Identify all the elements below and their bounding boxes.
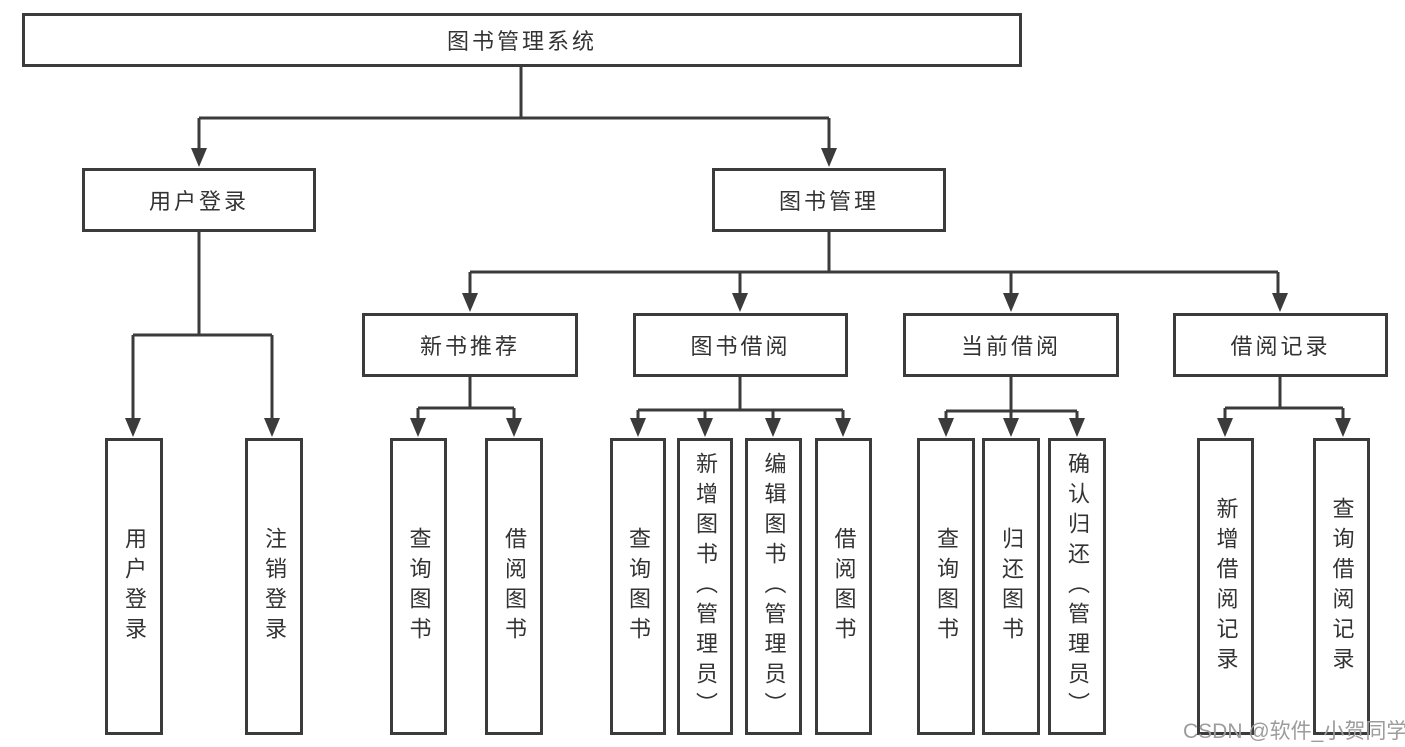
leaf-newbook-borrow-books: 借阅图书 xyxy=(485,438,543,735)
leaf-current-confirm-return-admin: 确认归还（管理员） xyxy=(1048,438,1106,735)
leaf-records-query-record: 查询借阅记录 xyxy=(1313,438,1370,735)
leaf-borrow-add-books-admin: 新增图书（管理员） xyxy=(677,438,733,735)
node-borrow-records: 借阅记录 xyxy=(1173,313,1388,377)
leaf-current-query-books: 查询图书 xyxy=(917,438,975,735)
leaf-user-login: 用户登录 xyxy=(105,438,163,735)
leaf-borrow-query-books: 查询图书 xyxy=(610,438,666,735)
node-book-management: 图书管理 xyxy=(712,168,946,232)
node-current-borrow: 当前借阅 xyxy=(903,313,1119,377)
leaf-borrow-edit-books-admin: 编辑图书（管理员） xyxy=(745,438,802,735)
node-book-borrow: 图书借阅 xyxy=(633,313,848,377)
leaf-borrow-borrow-books: 借阅图书 xyxy=(815,438,872,735)
node-library-system: 图书管理系统 xyxy=(22,13,1022,67)
leaf-current-return-books: 归还图书 xyxy=(982,438,1040,735)
node-user-login: 用户登录 xyxy=(82,168,316,232)
leaf-logout: 注销登录 xyxy=(245,438,303,735)
leaf-newbook-query-books: 查询图书 xyxy=(390,438,447,735)
leaf-records-add-record: 新增借阅记录 xyxy=(1197,438,1254,735)
node-new-book-recommend: 新书推荐 xyxy=(362,313,578,377)
csdn-watermark: CSDN @软件_小贺同学 xyxy=(1183,720,1405,743)
